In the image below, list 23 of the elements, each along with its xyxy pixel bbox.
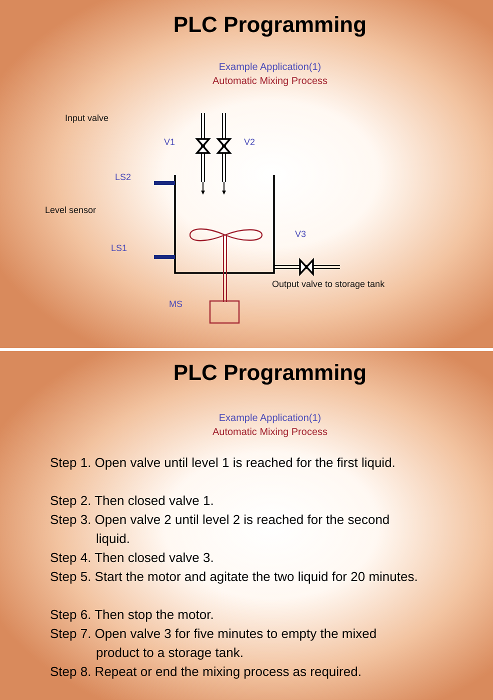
- subtitle: Automatic Mixing Process: [211, 427, 329, 438]
- step-text: Step 3. Open valve 2 until level 2 is reached for the second liquid.: [50, 511, 391, 548]
- tag-label: MS: [169, 299, 182, 309]
- subtitle: Example Application(1): [218, 413, 322, 424]
- tag-label: LS1: [111, 243, 128, 253]
- slide-title: PLC Programming: [172, 360, 368, 386]
- step-text: Step 4. Then closed valve 3.: [50, 549, 215, 567]
- step-text: Step 1. Open valve until level 1 is reached for the first liquid.: [50, 454, 396, 472]
- tag-label: V3: [295, 229, 306, 239]
- slide-title: PLC Programming: [172, 12, 368, 38]
- tag-label: V1: [164, 137, 176, 147]
- subtitle: Automatic Mixing Process: [211, 76, 329, 87]
- step-text: Step 5. Start the motor and agitate the two liquid for 20 minutes.: [50, 568, 419, 586]
- tag-label: LS2: [115, 172, 132, 182]
- step-text: Step 6. Then stop the motor.: [50, 606, 215, 624]
- part-label: Level sensor: [45, 205, 96, 215]
- part-label: Output valve to storage tank: [272, 279, 385, 289]
- step-text: Step 8. Repeat or end the mixing process as required.: [50, 663, 362, 681]
- tag-label: V2: [244, 137, 256, 147]
- subtitle: Example Application(1): [218, 62, 322, 73]
- step-text: Step 7. Open valve 3 for five minutes to empty the mixed product to a storage tank.: [50, 625, 378, 662]
- part-label: Input valve: [65, 113, 109, 123]
- step-text: Step 2. Then closed valve 1.: [50, 492, 215, 510]
